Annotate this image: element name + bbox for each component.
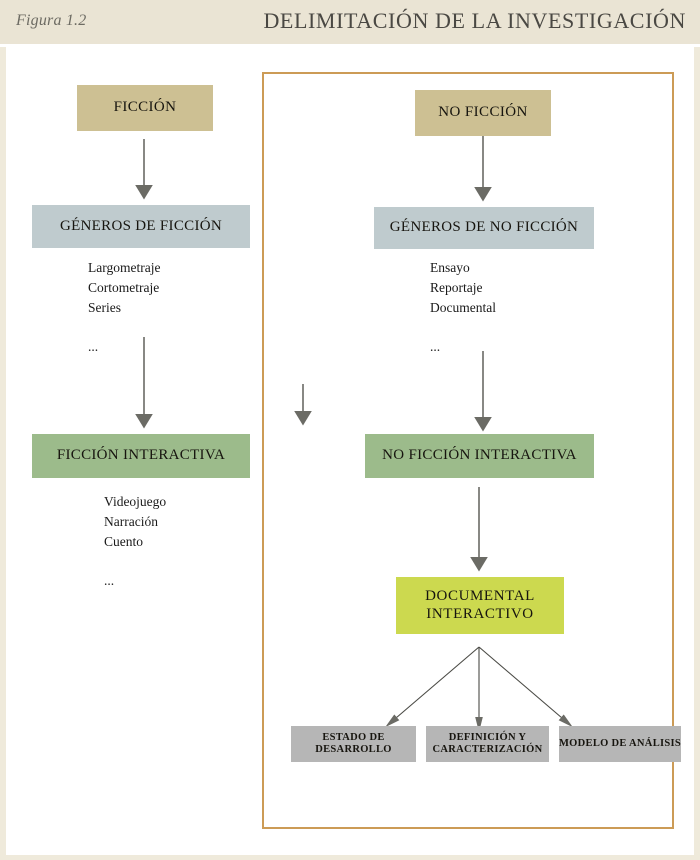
node-modelo-de-analisis[interactable]: MODELO DE ANÁLISIS	[559, 726, 681, 762]
node-ficcion-interactiva[interactable]: FICCIÓN INTERACTIVA	[32, 434, 250, 478]
list-generos-ficcion: Largometraje Cortometraje Series ...	[88, 260, 161, 355]
node-definicion-y-caracterizacion[interactable]: DEFINICIÓN Y CARACTERIZACIÓN	[426, 726, 549, 762]
node-estado-de-desarrollo[interactable]: ESTADO DE DESARROLLO	[291, 726, 416, 762]
node-generos-de-ficcion[interactable]: GÉNEROS DE FICCIÓN	[32, 205, 250, 248]
node-documental-interactivo[interactable]: DOCUMENTAL INTERACTIVO	[396, 577, 564, 634]
figure-number-label: Figura 1.2	[16, 12, 87, 29]
figure-header-band: Figura 1.2 DELIMITACIÓN DE LA INVESTIGAC…	[0, 0, 700, 47]
no-ficcion-highlight-frame	[262, 72, 674, 829]
list-generos-no-ficcion: Ensayo Reportaje Documental ...	[430, 260, 496, 355]
node-no-ficcion[interactable]: NO FICCIÓN	[415, 90, 551, 136]
list-ficcion-interactiva: Videojuego Narración Cuento ...	[104, 494, 167, 589]
figure-title: DELIMITACIÓN DE LA INVESTIGACIÓN	[263, 8, 686, 33]
node-generos-de-no-ficcion[interactable]: GÉNEROS DE NO FICCIÓN	[374, 207, 594, 249]
node-ficcion[interactable]: FICCIÓN	[77, 85, 213, 131]
node-no-ficcion-interactiva[interactable]: NO FICCIÓN INTERACTIVA	[365, 434, 594, 478]
